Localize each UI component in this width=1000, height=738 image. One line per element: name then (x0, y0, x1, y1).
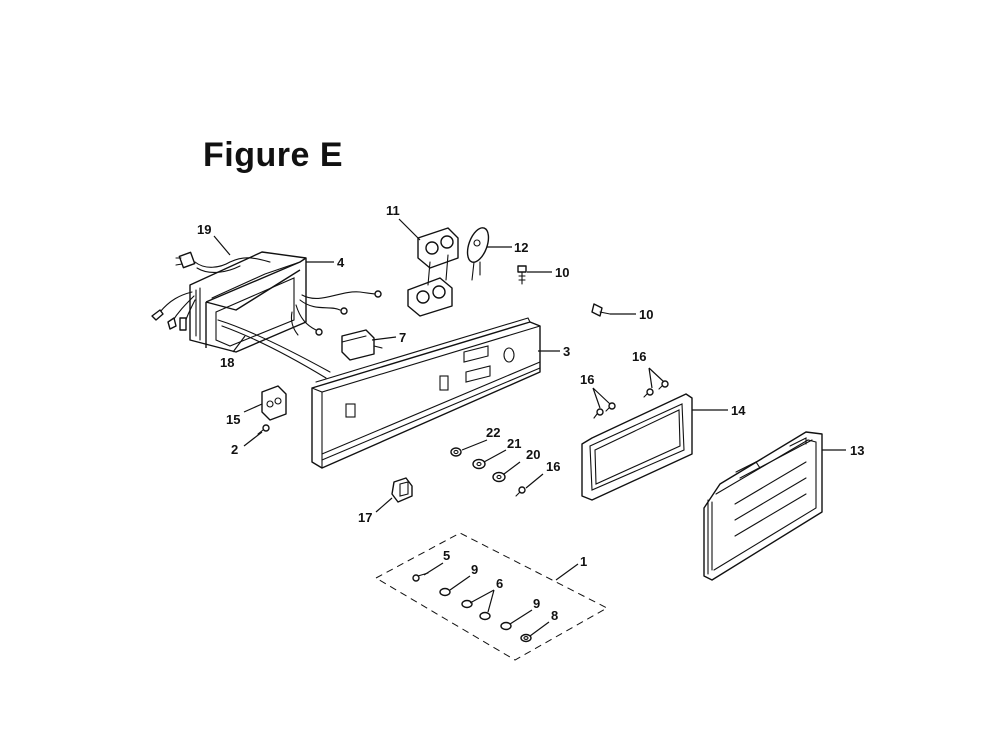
callout-3: 3 (563, 344, 570, 359)
callout-16-left: 16 (580, 372, 594, 387)
callout-8: 8 (551, 608, 558, 623)
control-panel-part (311, 317, 541, 469)
duplex-receptacle-part (407, 227, 459, 317)
callout-10-upper: 10 (555, 265, 569, 280)
callout-17: 17 (358, 510, 372, 525)
leader-lines (213, 218, 846, 637)
hardware-kit-outline (374, 532, 609, 661)
wire-harness-part (217, 319, 331, 379)
cover-door-part (703, 431, 823, 581)
callout-5: 5 (443, 548, 450, 563)
callout-2: 2 (231, 442, 238, 457)
callout-9-lower: 9 (533, 596, 540, 611)
callout-21: 21 (507, 436, 521, 451)
callout-13: 13 (850, 443, 864, 458)
window-screws (593, 380, 669, 419)
callout-19: 19 (197, 222, 211, 237)
callout-14: 14 (731, 403, 746, 418)
callout-1: 1 (580, 554, 587, 569)
callout-20: 20 (526, 447, 540, 462)
twist-lock-receptacle-part (466, 227, 490, 281)
circuit-breaker-part (341, 329, 383, 361)
callout-4: 4 (337, 255, 345, 270)
callout-7: 7 (399, 330, 406, 345)
callout-16-bottom: 16 (546, 459, 560, 474)
callout-11: 11 (386, 203, 400, 218)
callout-9-upper: 9 (471, 562, 478, 577)
rocker-switch-part (391, 477, 413, 503)
panel-hardware-parts (450, 447, 526, 497)
wire-leads (151, 290, 382, 336)
callout-10-lower: 10 (639, 307, 653, 322)
callout-22: 22 (486, 425, 500, 440)
callout-6: 6 (496, 576, 503, 591)
callout-18: 18 (220, 355, 234, 370)
stud-bolt-part (517, 265, 611, 317)
callout-labels: 19 4 11 12 10 10 7 18 3 16 16 14 15 2 22… (197, 203, 864, 623)
callout-16-right: 16 (632, 349, 646, 364)
figure-title: Figure E (203, 136, 344, 174)
power-cord-part (175, 251, 271, 274)
receptacle-block-part (261, 385, 287, 421)
screw-part (257, 424, 270, 435)
window-frame-part (581, 393, 693, 501)
callout-15: 15 (226, 412, 240, 427)
callout-12: 12 (514, 240, 528, 255)
